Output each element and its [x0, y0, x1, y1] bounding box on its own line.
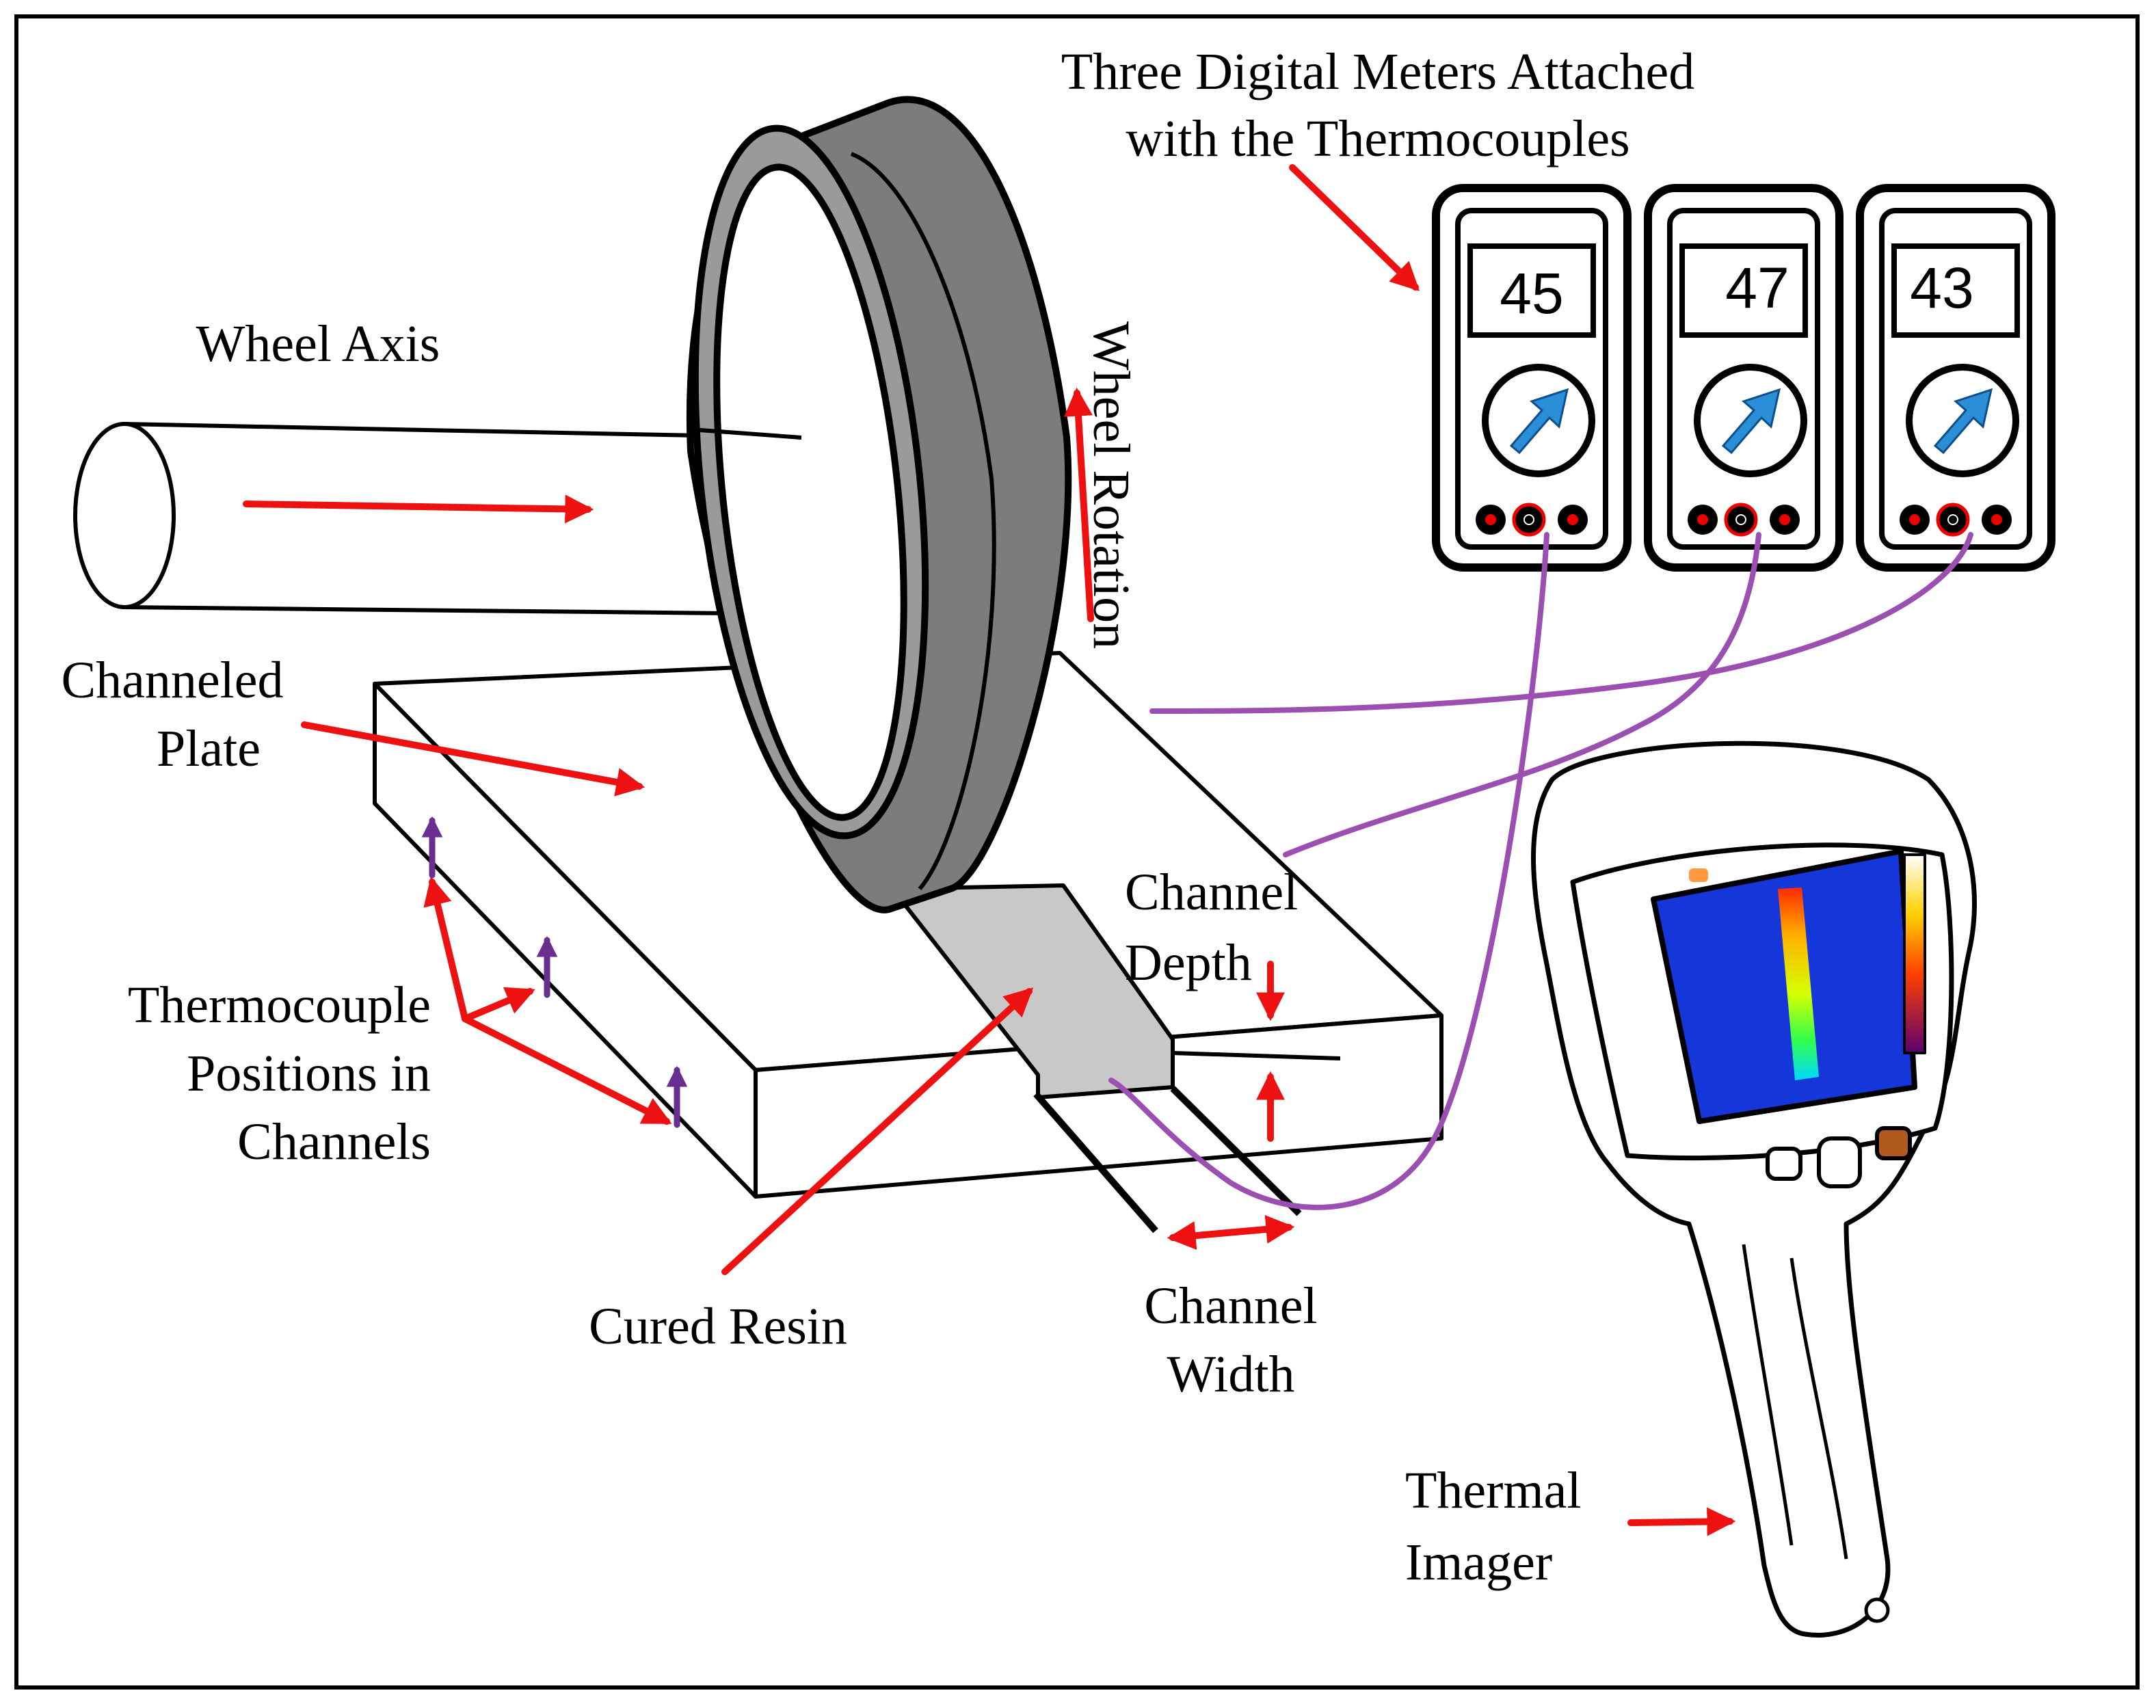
thermocouple-markers — [421, 816, 688, 1128]
meter-2-reading: 47 — [1725, 256, 1789, 320]
axle-front — [690, 427, 802, 440]
wire-meter-2 — [1283, 532, 1761, 857]
annotation-arrows — [243, 164, 1736, 1536]
thermocouple-arrow-3 — [462, 1015, 672, 1125]
thermal-colour-scale — [1903, 853, 1926, 1054]
meter-2-arrow-icon — [1721, 388, 1781, 455]
plate-front-face — [754, 1013, 1443, 1199]
meter-2-display — [1679, 243, 1808, 338]
meter-1-display — [1467, 243, 1596, 338]
digital-meter-3: 43 — [1856, 184, 2055, 572]
labels: Three Digital Meters Attached with the T… — [61, 43, 1694, 1591]
meters-arrow — [1289, 164, 1420, 291]
thermocouple-label-line3: Channels — [237, 1113, 431, 1171]
meter-1-reading: 45 — [1500, 261, 1563, 325]
cured-resin-label: Cured Resin — [589, 1298, 847, 1355]
wire-meter-3 — [1149, 532, 1973, 714]
meter-3-arrow-icon — [1933, 388, 1993, 455]
thermal-imager-arrow — [1627, 1507, 1736, 1536]
channel-depth-label-line1: Channel — [1125, 864, 1298, 921]
wheel-icon — [686, 96, 1072, 913]
channeled-plate-arrow — [301, 721, 646, 797]
channeled-plate-label-line1: Channeled — [61, 652, 283, 709]
digital-meter-2: 47 — [1644, 184, 1844, 572]
thermocouple-arrow-1 — [423, 876, 468, 1022]
digital-meter-1: 45 — [1432, 184, 1632, 572]
wheel-axis-label: Wheel Axis — [196, 315, 440, 373]
channel-depth-label-line2: Depth — [1125, 934, 1252, 991]
wheel-rotation-arrow — [1064, 387, 1094, 622]
channel-width-arrow — [1167, 1215, 1295, 1250]
meter-1-arrow-icon — [1509, 388, 1569, 455]
imager-button-centre — [1817, 1136, 1862, 1188]
thermal-imager-label-line2: Imager — [1405, 1534, 1552, 1591]
wire-meter-1 — [1108, 532, 1549, 1210]
meter-3-display — [1891, 243, 2020, 338]
meter-3-reading: 43 — [1910, 256, 1973, 320]
channel-width-label-line2: Width — [1167, 1346, 1295, 1403]
channel-width-label-line1: Channel — [1144, 1277, 1317, 1335]
thermocouple-arrow-2 — [462, 987, 535, 1022]
imager-button-right — [1875, 1126, 1912, 1160]
thermocouple-label-line1: Thermocouple — [128, 976, 431, 1034]
thermal-imager-label-line1: Thermal — [1405, 1462, 1581, 1519]
cured-resin-arrow — [721, 987, 1034, 1275]
thermal-display — [1651, 849, 1917, 1124]
thermal-hot-strip — [1778, 888, 1819, 1080]
channeled-plate-label-line2: Plate — [157, 720, 261, 777]
imager-button-left — [1766, 1147, 1802, 1181]
thermocouple-wires — [1108, 532, 1973, 1210]
thermal-camera-icon — [1531, 740, 1977, 1638]
meters-label-line2: with the Thermocouples — [1126, 110, 1629, 168]
wheel-rotation-label: Wheel Rotation — [1082, 321, 1140, 649]
meters-label-line1: Three Digital Meters Attached — [1061, 43, 1694, 101]
wheel-axis-arrow — [243, 494, 594, 524]
thermocouple-label-line2: Positions in — [187, 1045, 431, 1102]
